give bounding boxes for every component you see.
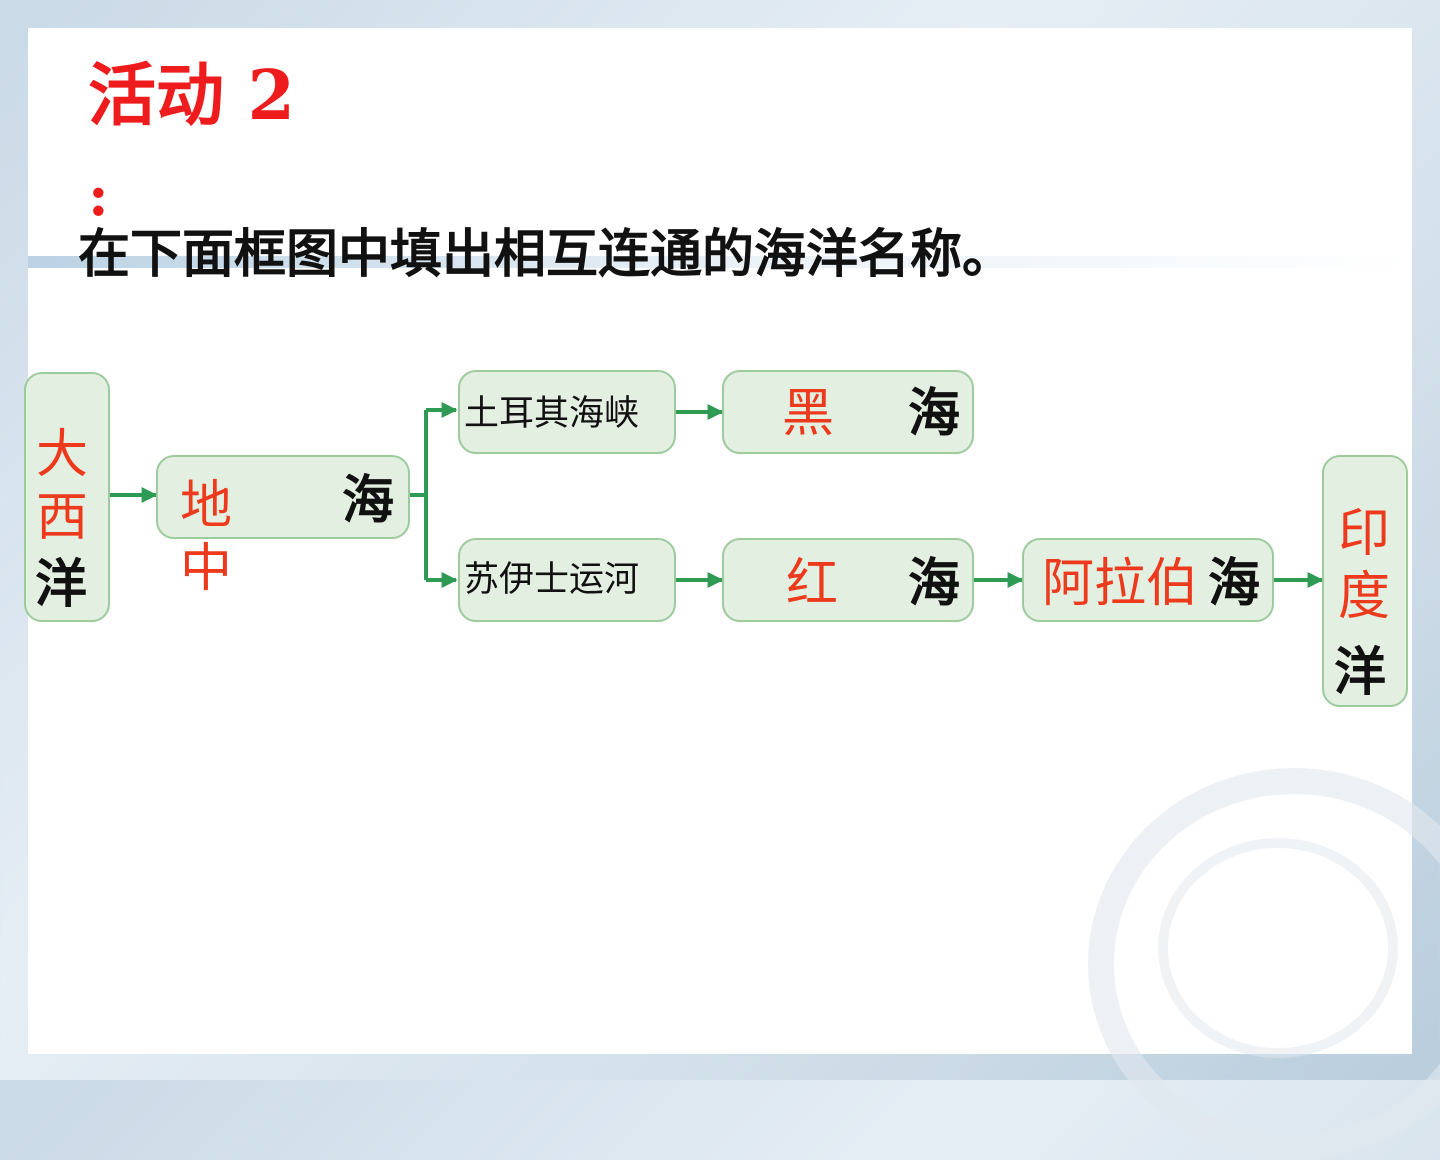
black-sea-answer: 黑 bbox=[782, 384, 835, 444]
flow-arrows bbox=[110, 402, 1324, 588]
node-atlantic-ocean: 大西 洋 bbox=[24, 372, 110, 622]
node-red-sea: 红 海 bbox=[722, 538, 974, 622]
atlantic-suffix: 洋 bbox=[35, 554, 88, 615]
mediterranean-suffix: 海 bbox=[342, 470, 395, 531]
indian-answer: 印度 bbox=[1338, 504, 1391, 628]
watermark-ring-inner bbox=[1158, 838, 1398, 1058]
node-arabian-sea: 阿拉伯 海 bbox=[1022, 538, 1274, 622]
node-mediterranean-sea: 地中 海 bbox=[156, 455, 410, 599]
arabian-sea-answer: 阿拉伯 bbox=[1042, 554, 1199, 614]
indian-suffix: 洋 bbox=[1334, 642, 1387, 703]
node-indian-ocean: 印度 洋 bbox=[1322, 455, 1408, 707]
decorative-band bbox=[28, 256, 1412, 268]
turkish-straits-label: 土耳其海峡 bbox=[464, 394, 640, 434]
activity-title: 活动 2 bbox=[88, 56, 295, 136]
arabian-sea-suffix: 海 bbox=[1208, 553, 1261, 614]
red-sea-suffix: 海 bbox=[908, 553, 961, 614]
instruction-text: 在下面框图中填出相互连通的海洋名称。 bbox=[78, 224, 1015, 285]
mediterranean-answer: 地中 bbox=[180, 476, 233, 600]
suez-canal-label: 苏伊士运河 bbox=[464, 560, 640, 600]
node-black-sea: 黑 海 bbox=[722, 370, 974, 454]
black-sea-suffix: 海 bbox=[908, 383, 961, 444]
title-colon: : bbox=[88, 163, 109, 229]
node-turkish-straits: 土耳其海峡 bbox=[458, 370, 676, 454]
red-sea-answer: 红 bbox=[786, 554, 839, 614]
node-suez-canal: 苏伊士运河 bbox=[458, 538, 676, 622]
atlantic-answer: 大西 bbox=[36, 425, 89, 549]
